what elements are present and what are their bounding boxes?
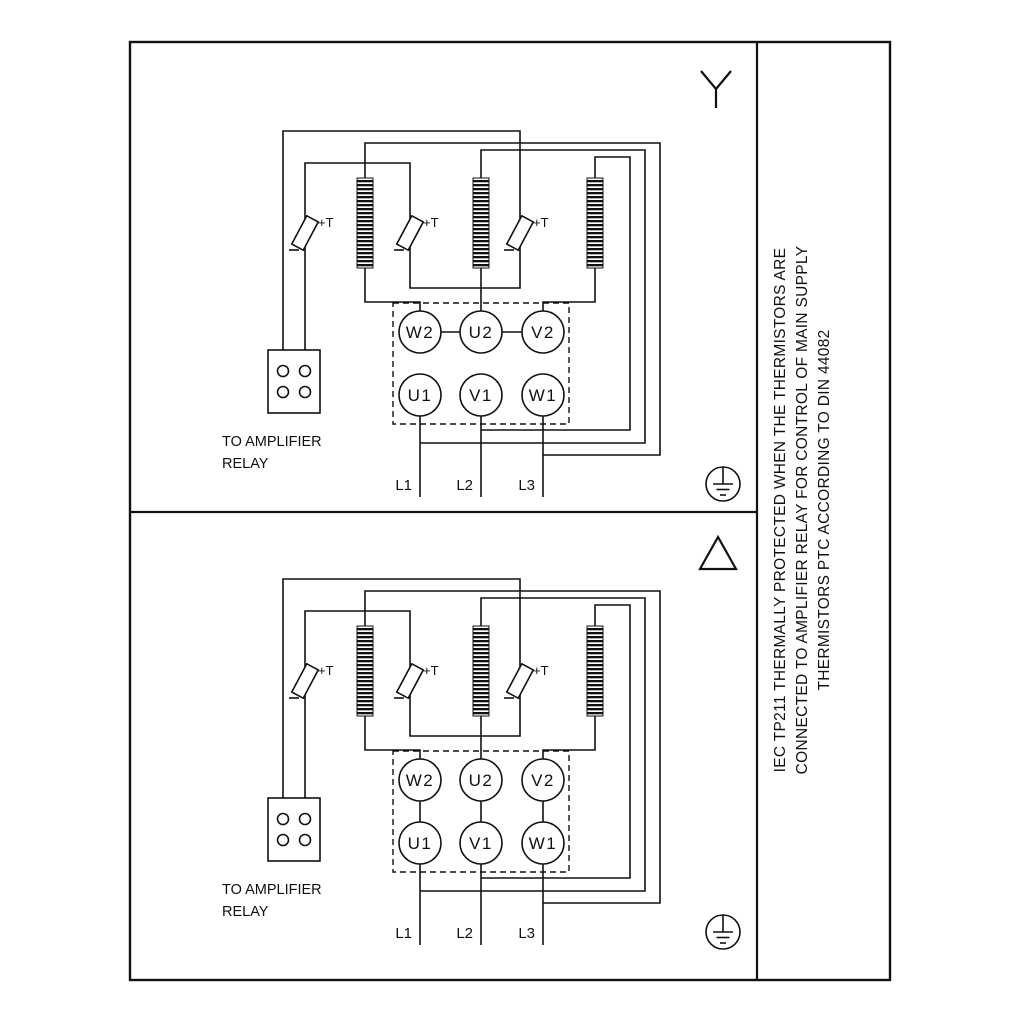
thermistor-3-label: +T bbox=[533, 215, 549, 230]
earth-ground-icon bbox=[705, 466, 741, 502]
terminal-u1 bbox=[398, 373, 442, 417]
supply-label-l3: L3 bbox=[518, 477, 535, 494]
side-note-line-1: IEC TP211 THERMALLY PROTECTED WHEN THE T… bbox=[772, 248, 789, 773]
star-panel: +T +T +T W2 U2 V2 U1 V1 bbox=[222, 70, 741, 502]
motor-winding-2 bbox=[472, 177, 490, 269]
panel-core: +T +T +T W2 U2 V2 U1 V1 bbox=[222, 130, 741, 502]
drawing-frame bbox=[128, 40, 892, 982]
terminal-w1-label: W1 bbox=[529, 386, 558, 405]
thermistor-1: +T bbox=[289, 214, 334, 252]
relay-caption-line-1: TO AMPLIFIER bbox=[222, 434, 322, 450]
thermistor-icon bbox=[290, 214, 320, 252]
relay-terminal bbox=[276, 364, 290, 378]
relay-terminal bbox=[298, 364, 312, 378]
relay-terminal bbox=[298, 385, 312, 399]
relay-terminal bbox=[276, 385, 290, 399]
terminal-v2-label: V2 bbox=[531, 323, 555, 342]
terminal-v1-label: V1 bbox=[469, 386, 493, 405]
thermistor-2-label: +T bbox=[423, 215, 439, 230]
delta-connection-icon bbox=[698, 534, 738, 571]
relay-box-outline bbox=[267, 349, 321, 414]
terminal-u2-label: U2 bbox=[469, 323, 494, 342]
side-note: IEC TP211 THERMALLY PROTECTED WHEN THE T… bbox=[772, 246, 833, 775]
thermistor-chain-wire bbox=[282, 130, 521, 350]
side-note-line-3: THERMISTORS PTC ACCORDING TO DIN 44082 bbox=[816, 329, 833, 690]
star-connection-icon bbox=[700, 70, 732, 108]
thermistor-icon bbox=[395, 214, 425, 252]
side-note-line-2: CONNECTED TO AMPLIFIER RELAY FOR CONTROL… bbox=[794, 246, 811, 775]
thermistor-1-label: +T bbox=[318, 215, 334, 230]
terminal-u1-label: U1 bbox=[408, 386, 433, 405]
terminal-v1 bbox=[459, 373, 503, 417]
delta-panel-core bbox=[221, 578, 741, 950]
amplifier-relay-box bbox=[267, 349, 321, 414]
winding-and-supply-wires bbox=[364, 142, 661, 497]
thermistor-2: +T bbox=[394, 214, 439, 252]
supply-label-l2: L2 bbox=[456, 477, 473, 494]
delta-panel bbox=[221, 534, 741, 950]
thermistor-icon bbox=[505, 214, 535, 252]
terminal-w1 bbox=[521, 373, 565, 417]
delta-links bbox=[419, 801, 544, 822]
supply-label-l1: L1 bbox=[395, 477, 412, 494]
thermistor-3: +T bbox=[504, 214, 549, 252]
motor-winding-1 bbox=[356, 177, 374, 269]
terminal-w2-label: W2 bbox=[406, 323, 435, 342]
relay-caption-line-2: RELAY bbox=[222, 456, 269, 472]
terminal-box-outline bbox=[392, 302, 570, 425]
motor-winding-3 bbox=[586, 177, 604, 269]
